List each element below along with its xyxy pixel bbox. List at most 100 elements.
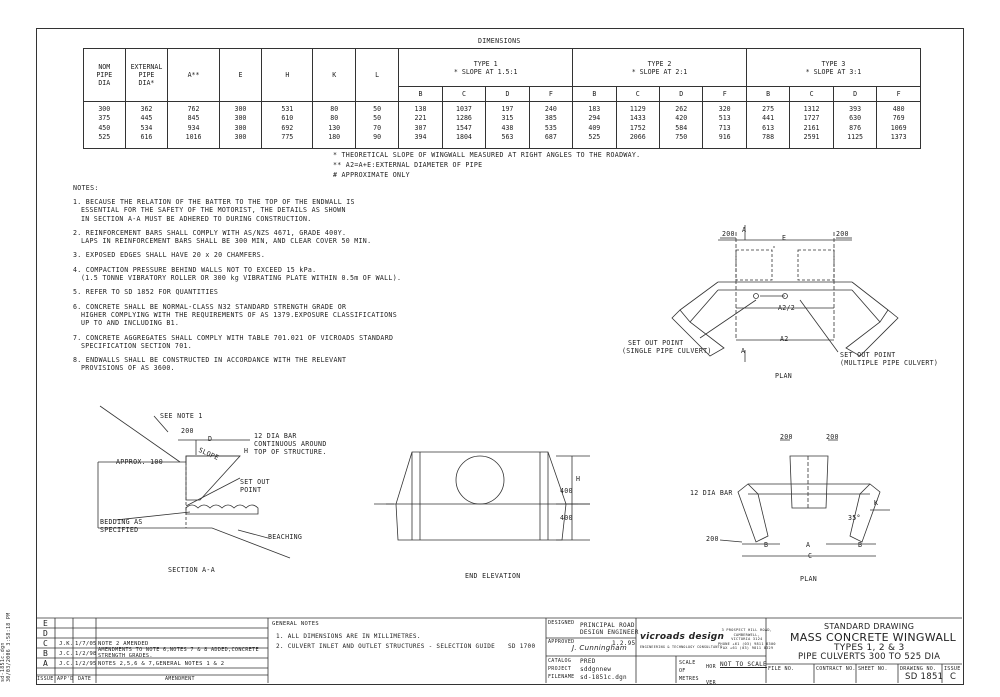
elevation-title: END ELEVATION <box>465 572 521 580</box>
title-block-lines <box>36 617 962 683</box>
general-notes-heading: GENERAL NOTES <box>272 621 319 627</box>
vicroads-logo: vicroads design ENGINEERING & TECHNOLOGY… <box>640 624 724 652</box>
plan-top-dim-a2: A2 <box>780 335 789 343</box>
col-t3c: 1312 1727 2161 2591 <box>789 101 834 149</box>
plan-bottom-dim-200c: 200 <box>706 535 719 543</box>
rev-text-c: NOTE 2 AMENDED <box>98 641 149 647</box>
approx-label: APPROX. 100 <box>116 458 163 466</box>
rev-text-a: NOTES 2,5,6 & 7,GENERAL NOTES 1 & 2 <box>98 661 225 667</box>
rev-letter-b: B <box>43 649 49 658</box>
project-value: sddgnnew <box>580 666 612 673</box>
rev-text-b: AMENDMENTS TO NOTE 6,NOTES 7 & 8 ADDED,C… <box>98 647 259 659</box>
footnote-3: # APPROXIMATE ONLY <box>333 171 410 179</box>
plan-top-dim-a2-2: A2/2 <box>778 304 796 312</box>
plan-top-dim-a-bottom: A <box>741 347 746 355</box>
note-4: 4. COMPACTION PRESSURE BEHIND WALLS NOT … <box>73 265 402 283</box>
plan-top-dim-a: A <box>742 226 747 234</box>
col-t3f: 480 769 1069 1373 <box>876 101 921 149</box>
section-dim-d: D <box>208 435 213 443</box>
plan-bottom-dim-c: C <box>808 552 813 560</box>
note-6: 6. CONCRETE SHALL BE NORMAL-CLASS N32 ST… <box>73 302 397 328</box>
rev-letter-d: D <box>43 629 49 638</box>
rev-date-a: 1/2/95 <box>75 661 97 667</box>
project-label: PROJECT <box>548 666 572 672</box>
note-8: 8. ENDWALLS SHALL BE CONSTRUCTED IN ACCO… <box>73 356 347 373</box>
plan-bottom-dim-200b: 200 <box>826 433 839 441</box>
rev-by-a: J.C. <box>59 661 74 667</box>
header-e: E <box>218 48 263 102</box>
set-out-single-label: SET OUT POINT(SINGLE PIPE CULVERT) <box>622 339 712 355</box>
elevation-dim-h: H <box>576 475 581 483</box>
plan-bottom-dim-b1: B <box>764 541 769 549</box>
filename-label: FILENAME <box>548 674 575 680</box>
drawing-no: SD 1851 <box>905 672 944 682</box>
issue-label: ISSUE <box>944 666 961 672</box>
notes-list: 1. BECAUSE THE RELATION OF THE BATTER TO… <box>73 198 401 373</box>
footnote-2: ** A2=A+E:EXTERNAL DIAMETER OF PIPE <box>333 161 483 169</box>
header-l: L <box>354 48 400 102</box>
col-l: 50 50 70 90 <box>354 101 400 149</box>
col-t1c: 1037 1286 1547 1804 <box>441 101 487 149</box>
set-out-multi-label: SET OUT POINT(MULTIPLE PIPE CULVERT) <box>840 351 939 367</box>
title-sub2: PIPE CULVERTS 300 TO 525 DIA <box>798 652 941 662</box>
issue-value: C <box>950 672 957 682</box>
col-nom: 300 375 450 525 <box>83 101 126 149</box>
section-dim-200: 200 <box>181 427 194 435</box>
title-sub1: TYPES 1, 2 & 3 <box>834 643 905 653</box>
plan-top-drawing <box>671 225 899 362</box>
plan-bottom-title: PLAN <box>800 575 818 583</box>
scale-value: NOT TO SCALE <box>720 661 767 668</box>
rev-letter-a: A <box>43 659 49 668</box>
plan-top-title: PLAN <box>775 372 793 380</box>
note-5: 5. REFER TO SD 1852 FOR QUANTITIES <box>73 288 219 297</box>
note-2: 2. REINFORCEMENT BARS SHALL COMPLY WITH … <box>73 228 372 246</box>
approved-date: 1.2.95 <box>612 640 636 647</box>
col-ext: 362 445 534 616 <box>124 101 169 149</box>
col-t1b: 138 221 307 394 <box>398 101 443 149</box>
plan-bottom-dim-b2: B <box>858 541 863 549</box>
rev-letter-c: C <box>43 639 49 648</box>
designed-label: DESIGNED <box>548 620 575 626</box>
see-note-label: SEE NOTE 1 <box>160 412 203 420</box>
plan-bottom-dim-k: K <box>874 499 879 507</box>
catalog-value: PRED <box>580 658 596 665</box>
elevation-dim-400a: 400 <box>560 487 573 495</box>
sheet-no-label: SHEET NO. <box>858 666 888 672</box>
col-t2d: 262 420 584 750 <box>659 101 704 149</box>
file-no-label: FILE NO. <box>768 666 795 672</box>
note-7: 7. CONCRETE AGGREGATES SHALL COMPLY WITH… <box>73 333 394 350</box>
notes-heading: NOTES: <box>73 184 99 192</box>
rev-date-c: 1/7/05 <box>75 641 97 647</box>
plan-bottom-dim-200a: 200 <box>780 433 793 441</box>
approved-label: APPROVED <box>548 639 575 645</box>
col-e: 300 300 300 300 <box>218 101 263 149</box>
col-t3b: 275 441 613 788 <box>745 101 791 149</box>
section-title: SECTION A-A <box>168 566 215 574</box>
rev-header-date: DATE <box>78 676 92 682</box>
general-notes-ref: SD 1700 <box>508 643 536 650</box>
col-k: 80 80 130 180 <box>312 101 356 149</box>
contract-no-label: CONTRACT NO. <box>816 666 856 672</box>
general-note-1: 1. ALL DIMENSIONS ARE IN MILLIMETRES. <box>276 633 421 640</box>
elevation-drawing <box>374 451 590 541</box>
rev-date-b: 1/2/98 <box>75 651 97 657</box>
title-heading: STANDARD DRAWING <box>824 622 915 631</box>
logo-subtext: ENGINEERING & TECHNOLOGY CONSULTANTS <box>640 645 723 649</box>
note-1: 1. BECAUSE THE RELATION OF THE BATTER TO… <box>73 198 355 223</box>
rev-by-c: J.K. <box>59 641 74 647</box>
general-note-2: 2. CULVERT INLET AND OUTLET STRUCTURES -… <box>276 643 496 650</box>
beaching-label: BEACHING <box>268 533 303 541</box>
rev-letter-e: E <box>43 619 49 628</box>
plan-bottom-bar-label: 12 DIA BAR <box>690 489 733 497</box>
plan-bottom-dim-a: A <box>806 541 811 549</box>
header-type3: TYPE 3* SLOPE AT 3:1 <box>745 48 922 87</box>
